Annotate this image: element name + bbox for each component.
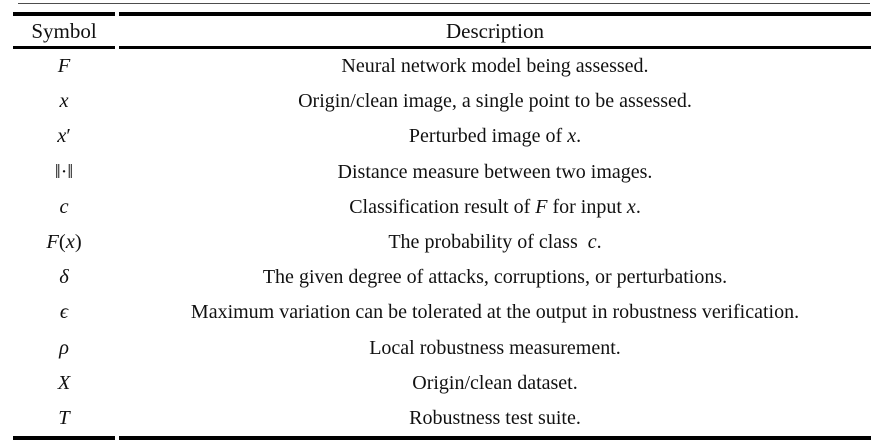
table-row: x′Perturbed image of x.: [13, 119, 871, 154]
text-segment: The given degree of attacks, corruptions…: [262, 266, 728, 289]
text-segment: Neural network model being assessed.: [341, 55, 649, 78]
text-segment: .: [576, 125, 582, 148]
table-row: F(x)The probability of class c.: [13, 225, 871, 260]
description-cell: Local robustness measurement.: [119, 331, 871, 366]
symbol-cell: T: [13, 401, 115, 441]
text-segment: Distance measure between two images.: [337, 160, 653, 183]
text-segment: ): [74, 231, 82, 254]
math-variable: F: [57, 55, 71, 78]
table-row: F Neural network model being assessed.: [13, 49, 871, 84]
description-cell: Classification result of F for input x.: [119, 190, 871, 225]
description-cell: Origin/clean dataset.: [119, 366, 871, 401]
math-variable: δ: [59, 266, 69, 289]
symbol-cell: F: [13, 49, 115, 84]
text-segment: ‖·‖: [54, 160, 74, 183]
text-segment: The probability of class: [388, 231, 588, 254]
description-column-header: Description: [119, 12, 871, 49]
text-segment: Perturbed image of: [408, 125, 568, 148]
table-row: δ The given degree of attacks, corruption…: [13, 260, 871, 295]
math-variable: c: [59, 195, 69, 218]
text-segment: (: [58, 231, 66, 254]
description-cell: The probability of class c.: [119, 225, 871, 260]
symbol-cell: δ: [13, 260, 115, 295]
math-variable: c: [587, 231, 597, 254]
text-segment: for input: [547, 195, 627, 218]
math-variable: x: [567, 125, 577, 148]
description-cell: Perturbed image of x.: [119, 119, 871, 154]
table-row: ‖·‖ Distance measure between two images.: [13, 155, 871, 190]
text-segment: Origin/clean image, a single point to be…: [298, 90, 692, 113]
symbol-cell: ρ: [13, 331, 115, 366]
notation-table: Symbol Description F Neural network model…: [9, 12, 875, 441]
description-cell: Origin/clean image, a single point to be…: [119, 84, 871, 119]
text-segment: .: [596, 231, 602, 254]
table-header: Symbol Description: [13, 12, 871, 49]
math-variable: ϵ: [59, 301, 69, 324]
text-segment: Classification result of: [349, 195, 536, 218]
text-segment: ′: [66, 125, 71, 148]
symbol-cell: x: [13, 84, 115, 119]
text-segment: Local robustness measurement.: [369, 336, 621, 359]
symbol-cell: ‖·‖: [13, 155, 115, 190]
math-variable: X: [57, 371, 71, 394]
math-variable: F: [535, 195, 548, 218]
symbol-cell: x′: [13, 119, 115, 154]
math-variable: x: [59, 90, 69, 113]
symbol-column-header: Symbol: [13, 12, 115, 49]
math-variable: T: [58, 406, 70, 429]
symbol-cell: X: [13, 366, 115, 401]
math-variable: ρ: [59, 336, 69, 359]
table-row: X Origin/clean dataset.: [13, 366, 871, 401]
text-segment: Origin/clean dataset.: [412, 371, 578, 394]
symbol-cell: c: [13, 190, 115, 225]
symbol-cell: F(x): [13, 225, 115, 260]
description-cell: Robustness test suite.: [119, 401, 871, 441]
table-row: c Classification result of F for input x.: [13, 190, 871, 225]
math-variable: x: [57, 125, 67, 148]
table-row: ρ Local robustness measurement.: [13, 331, 871, 366]
text-segment: Maximum variation can be tolerated at th…: [190, 301, 800, 324]
math-variable: x: [626, 195, 636, 218]
table-row: ϵ Maximum variation can be tolerated at t…: [13, 295, 871, 330]
table-row: x Origin/clean image, a single point to b…: [13, 84, 871, 119]
description-cell: Neural network model being assessed.: [119, 49, 871, 84]
header-row: Symbol Description: [13, 12, 871, 49]
description-cell: Distance measure between two images.: [119, 155, 871, 190]
math-variable: x: [65, 231, 75, 254]
description-cell: The given degree of attacks, corruptions…: [119, 260, 871, 295]
table-row: T Robustness test suite.: [13, 401, 871, 441]
text-segment: .: [635, 195, 641, 218]
symbol-cell: ϵ: [13, 295, 115, 330]
math-variable: F: [46, 231, 59, 254]
description-cell: Maximum variation can be tolerated at th…: [119, 295, 871, 330]
top-outer-rule: [18, 3, 870, 4]
text-segment: Robustness test suite.: [409, 406, 581, 429]
